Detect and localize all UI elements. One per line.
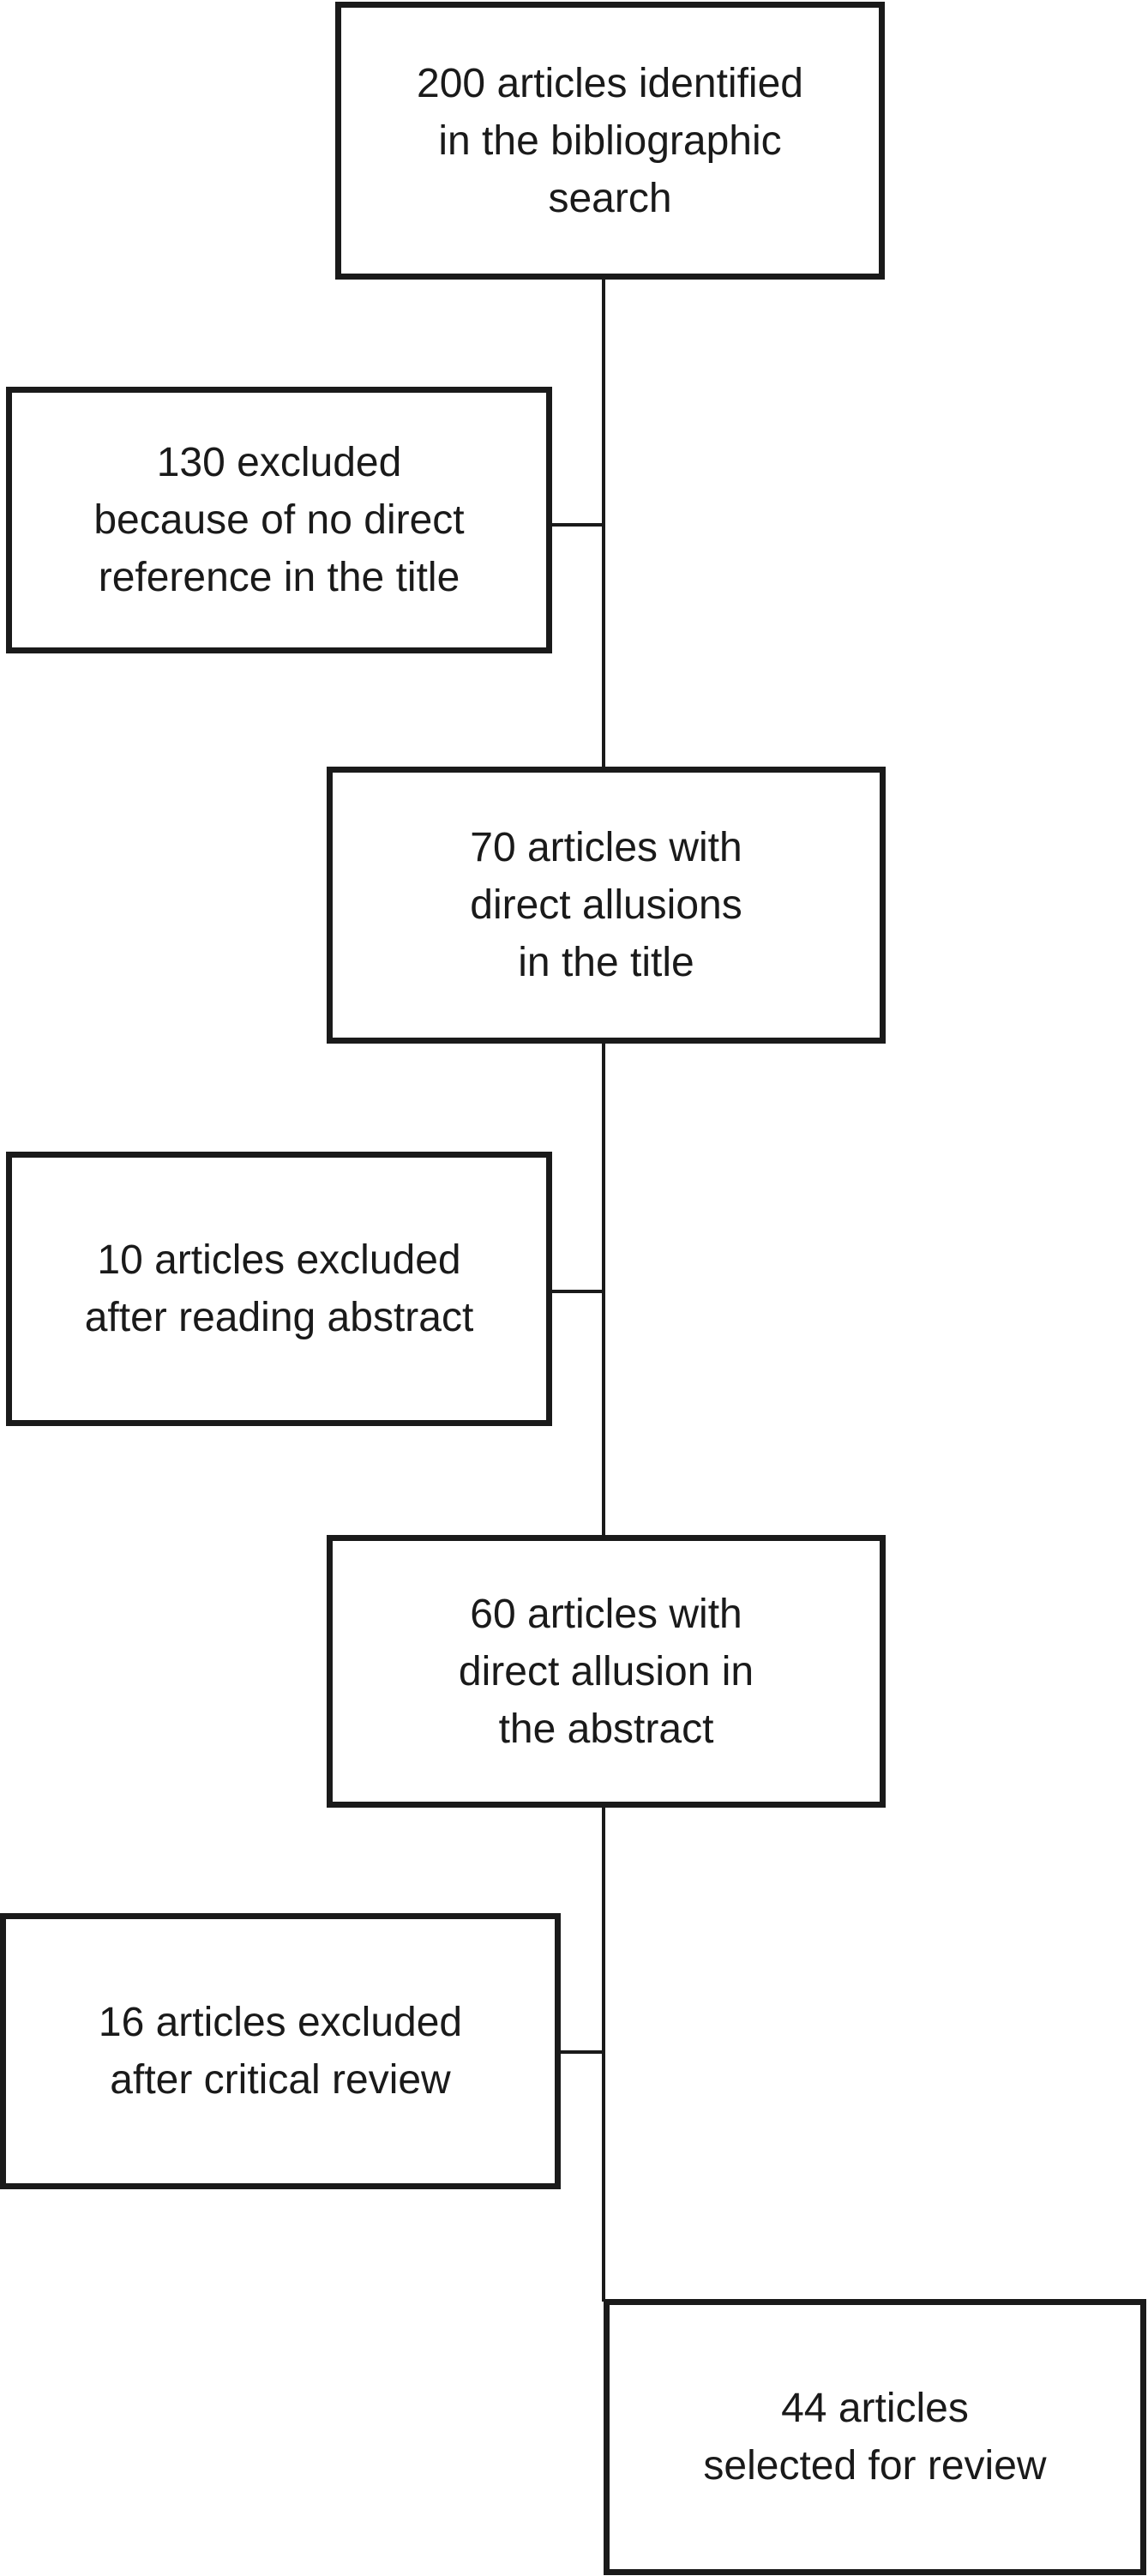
- box-title-allusions-text: 70 articles with direct allusions in the…: [470, 825, 742, 985]
- box-selected: 44 articles selected for review: [604, 2299, 1146, 2575]
- box-exclusion-title: 130 excluded because of no direct refere…: [6, 387, 552, 653]
- connector-exclusion-title: [550, 523, 604, 527]
- connector-main-3: [602, 1804, 605, 2302]
- connector-main-2: [602, 1040, 605, 1538]
- box-abstract-allusion-text: 60 articles with direct allusion in the …: [458, 1591, 754, 1752]
- box-exclusion-abstract-text: 10 articles excluded after reading abstr…: [84, 1237, 474, 1340]
- box-selected-text: 44 articles selected for review: [703, 2386, 1047, 2489]
- box-exclusion-review-text: 16 articles excluded after critical revi…: [98, 2000, 463, 2103]
- connector-exclusion-abstract: [550, 1290, 604, 1293]
- box-exclusion-abstract: 10 articles excluded after reading abstr…: [6, 1152, 552, 1426]
- connector-exclusion-review: [558, 2050, 604, 2054]
- box-exclusion-title-text: 130 excluded because of no direct refere…: [93, 440, 465, 600]
- box-title-allusions: 70 articles with direct allusions in the…: [327, 767, 886, 1044]
- connector-main-1: [602, 276, 605, 770]
- box-identified: 200 articles identified in the bibliogra…: [335, 2, 885, 280]
- box-identified-text: 200 articles identified in the bibliogra…: [417, 60, 803, 221]
- box-abstract-allusion: 60 articles with direct allusion in the …: [327, 1535, 886, 1808]
- box-exclusion-review: 16 articles excluded after critical revi…: [0, 1913, 561, 2189]
